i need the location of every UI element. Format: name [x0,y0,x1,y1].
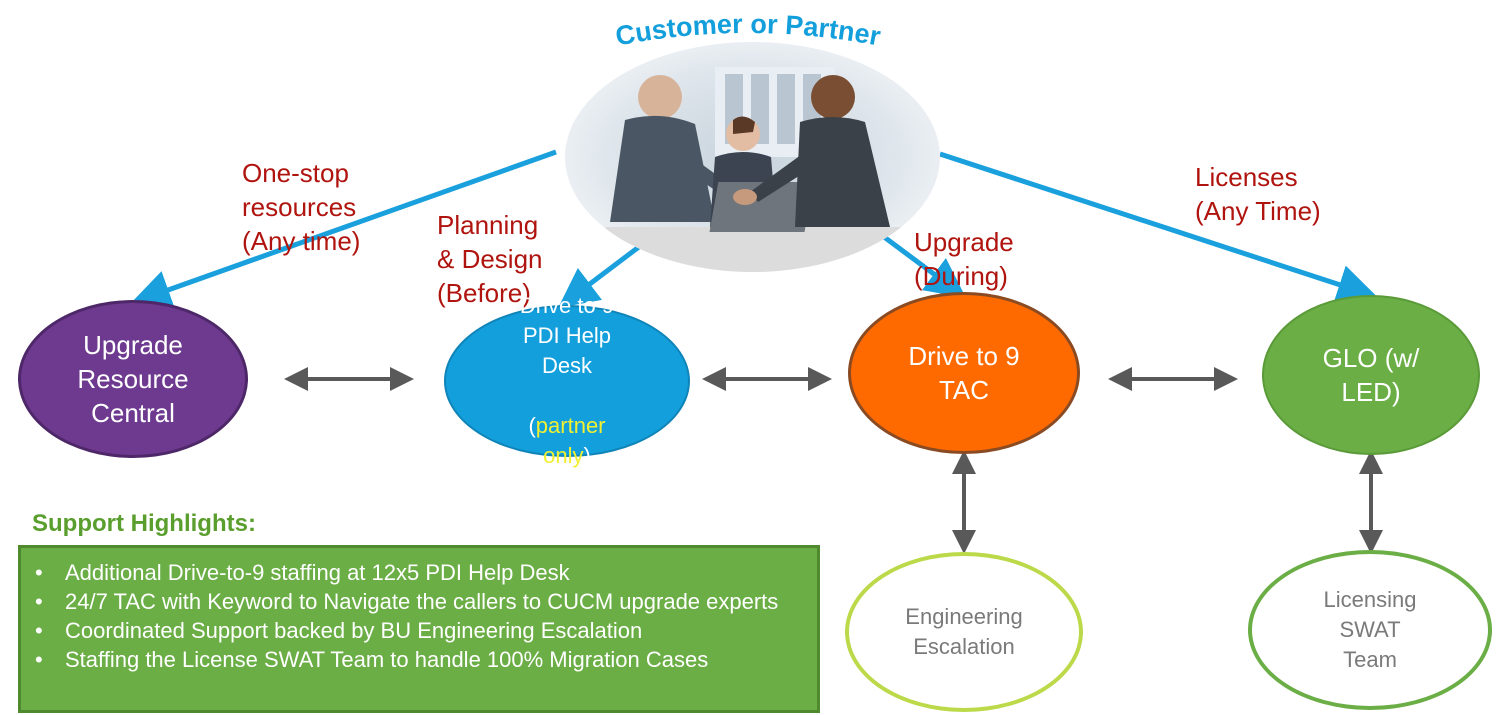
highlight-item: Additional Drive-to-9 staffing at 12x5 P… [21,558,817,587]
support-highlights-title: Support Highlights: [32,510,256,537]
highlight-item: Staffing the License SWAT Team to handle… [21,645,817,674]
node-licensing-swat-label: Licensing SWAT Team [1323,587,1417,672]
arrow-to-pdi-help-desk [558,238,650,309]
channel-label-licenses: Licenses (Any Time) [1195,162,1321,226]
node-engineering-escalation[interactable]: Engineering Escalation [845,552,1083,712]
support-highlights-list: Additional Drive-to-9 staffing at 12x5 P… [21,548,817,674]
node-drive-to-9-tac-label: Drive to 9 TAC [908,341,1020,405]
pdi-note-open-paren: ( [528,413,536,438]
arrow-to-upgrade-resource-central [130,149,557,309]
highlight-item: 24/7 TAC with Keyword to Navigate the ca… [21,587,817,616]
node-pdi-help-desk-label: Drive to 9 PDI Help Desk [519,293,615,378]
node-glo-label: GLO (w/ LED) [1322,343,1420,407]
node-drive-to-9-tac[interactable]: Drive to 9 TAC [848,292,1080,454]
node-pdi-help-desk-content: Drive to 9 PDI Help Desk (partner only) [520,291,614,471]
node-glo[interactable]: GLO (w/ LED) [1262,295,1480,455]
node-engineering-escalation-label: Engineering Escalation [905,604,1023,659]
pdi-partner-only-note: partner only [535,413,606,468]
channel-label-upgrade: Upgrade (During) [914,227,1014,291]
channel-label-one-stop: One-stop resources (Any time) [242,158,361,256]
customer-meeting-photo [565,42,940,272]
arrow-to-glo [939,151,1378,304]
highlight-item: Coordinated Support backed by BU Enginee… [21,616,817,645]
pdi-note-close-paren: ) [583,443,591,468]
channel-label-planning-design: Planning & Design (Before) [437,210,543,308]
node-pdi-help-desk[interactable]: Drive to 9 PDI Help Desk (partner only) [444,293,690,468]
support-highlights-box: Additional Drive-to-9 staffing at 12x5 P… [18,545,820,713]
node-licensing-swat[interactable]: Licensing SWAT Team [1248,550,1492,710]
node-upgrade-resource-central-label: Upgrade Resource Central [77,330,189,428]
node-upgrade-resource-central[interactable]: Upgrade Resource Central [18,300,248,458]
